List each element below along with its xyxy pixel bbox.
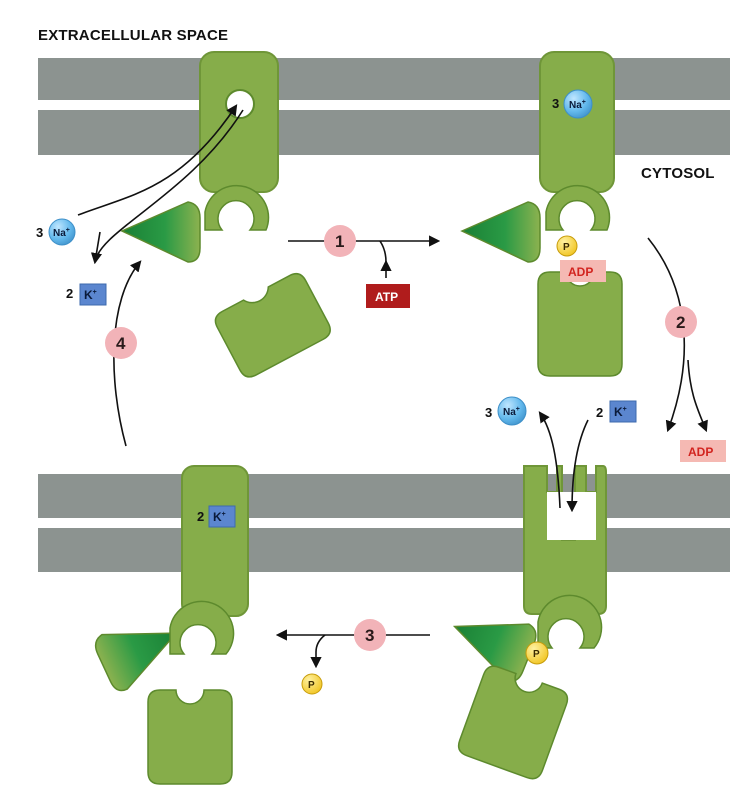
potassium-coefficient: 2	[66, 286, 73, 301]
occluded-sodium-ion	[563, 89, 593, 119]
pump-2-transmembrane-domain	[539, 51, 615, 193]
sodium-symbol: Na	[53, 228, 66, 239]
pump-1-actuator-domain	[120, 201, 201, 263]
sodium-ion-left: 3 Na+	[36, 218, 76, 246]
pump-3-nucleotide-domain	[537, 594, 603, 649]
atp-label: ATP	[375, 290, 398, 304]
sodium-coefficient: 3	[36, 225, 43, 240]
bottom-membrane	[38, 474, 730, 572]
pump-3-phosphate-label: P	[533, 649, 540, 660]
released-sodium-symbol: Na	[503, 407, 516, 418]
top-membrane-inner-leaflet	[38, 110, 730, 155]
ion-exchange-arrows: 3 Na+ 2 K+	[485, 396, 637, 513]
occluded-sodium-charge: +	[582, 99, 586, 106]
step-3-reaction: 3 P	[275, 619, 430, 695]
svg-text:Na+: Na+	[53, 227, 70, 239]
potassium-charge: +	[93, 289, 97, 296]
pump-2-phosphorylation-domain	[537, 271, 623, 377]
top-membrane	[38, 58, 730, 155]
pump-4-phosphorylation-domain	[147, 689, 233, 785]
svg-text:K+: K+	[84, 288, 97, 302]
pump-2-actuator-domain	[460, 201, 541, 263]
step-2-number: 2	[676, 313, 685, 332]
released-sodium-coefficient: 3	[485, 405, 492, 420]
pump-4-actuator-domain	[94, 632, 178, 692]
sodium-entry-arrows	[77, 104, 244, 265]
released-phosphate-label: P	[308, 680, 315, 691]
pump-2-nucleotide-domain	[545, 184, 611, 231]
top-membrane-outer-leaflet	[38, 58, 730, 100]
bottom-membrane-inner-leaflet	[38, 528, 730, 572]
svg-text:K+: K+	[213, 510, 226, 524]
pump-4-transmembrane-domain	[181, 465, 249, 617]
incoming-potassium-symbol: K	[614, 405, 623, 419]
svg-text:Na+: Na+	[569, 99, 586, 111]
cytosol-label: CYTOSOL	[641, 165, 715, 182]
pump-2-phosphate-label: P	[563, 242, 570, 253]
incoming-potassium-charge: +	[623, 406, 627, 413]
occluded-potassium-charge: +	[222, 511, 226, 518]
potassium-symbol: K	[84, 288, 93, 302]
occluded-sodium-symbol: Na	[569, 100, 582, 111]
released-phosphate	[301, 673, 323, 695]
pump-state-1	[120, 51, 331, 378]
sodium-charge: +	[66, 227, 70, 234]
pump-1-phosphorylation-domain	[214, 272, 331, 378]
incoming-potassium-ion	[609, 400, 637, 423]
released-sodium-ion	[497, 396, 527, 426]
bound-adp-label: ADP	[568, 265, 593, 279]
pump-4-nucleotide-domain	[169, 600, 235, 655]
pump-1-transmembrane-domain	[199, 51, 279, 193]
bound-adp-box	[560, 260, 606, 282]
step-1-number: 1	[335, 232, 344, 251]
potassium-ion-left: 2 K+	[66, 283, 107, 306]
bottom-membrane-outer-leaflet	[38, 474, 730, 518]
step-3-circle	[354, 619, 386, 651]
incoming-potassium-coefficient: 2	[596, 405, 603, 420]
svg-text:K+: K+	[614, 405, 627, 419]
pump-state-4: 2 K+	[94, 465, 249, 785]
step-1-circle	[324, 225, 356, 257]
occluded-potassium-symbol: K	[213, 510, 222, 524]
pump-state-3: P	[452, 465, 607, 780]
pump-state-2: 3 Na+ P ADP	[460, 51, 623, 377]
pump-1-nucleotide-domain	[204, 184, 270, 231]
step-4-circle	[105, 327, 137, 359]
svg-text:Na+: Na+	[503, 406, 520, 418]
occluded-sodium-coefficient: 3	[552, 96, 559, 111]
released-sodium-charge: +	[516, 406, 520, 413]
step-4-reaction: 4	[105, 260, 142, 447]
released-adp-box	[680, 440, 726, 462]
step-1-reaction: 1 ATP	[288, 225, 441, 308]
step-4-number: 4	[116, 334, 126, 353]
atp-box	[366, 284, 410, 308]
step-2-reaction: 2 ADP	[647, 237, 726, 462]
step-2-circle	[665, 306, 697, 338]
step-3-number: 3	[365, 626, 374, 645]
pump-3-phosphorylation-domain	[457, 665, 569, 780]
released-adp-label: ADP	[688, 445, 713, 459]
pump-3-phosphate	[525, 641, 549, 665]
occluded-potassium-ion	[208, 505, 236, 528]
pump-2-phosphate	[556, 235, 578, 257]
extracellular-space-label: EXTRACELLULAR SPACE	[38, 27, 228, 44]
occluded-potassium-coefficient: 2	[197, 509, 204, 524]
